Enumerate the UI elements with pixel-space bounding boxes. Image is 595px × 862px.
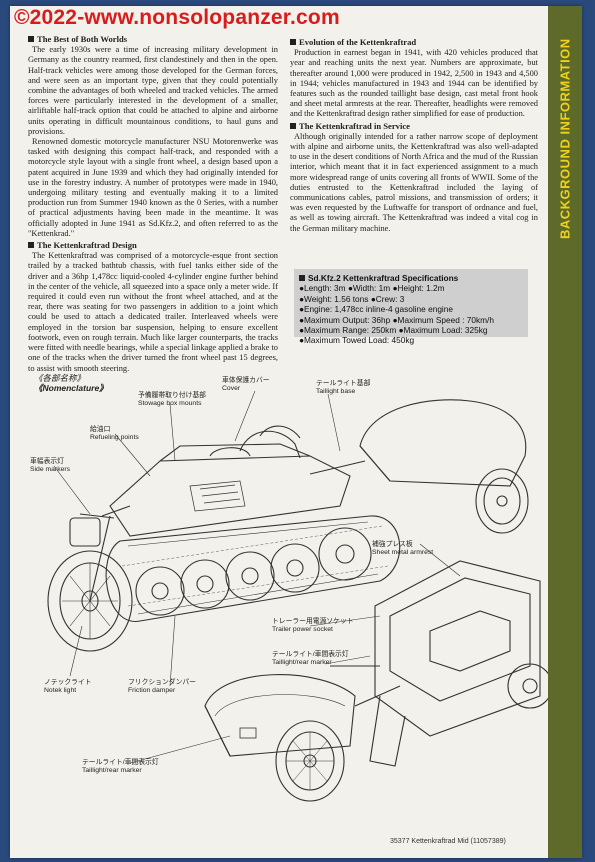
paragraph: The Kettenkraftrad was comprised of a mo… xyxy=(28,251,278,373)
spec-line: ●Weight: 1.56 tons ●Crew: 3 xyxy=(299,293,405,304)
square-bullet-icon xyxy=(290,39,296,46)
square-bullet-icon xyxy=(28,36,34,43)
specifications-box: Sd.Kfz.2 Kettenkraftrad Specifications ●… xyxy=(294,269,528,345)
sidebar-title: BACKGROUND INFORMATION xyxy=(557,38,573,239)
sidebar-band xyxy=(548,6,582,858)
trailer-drawing-bottom xyxy=(204,674,401,802)
spec-line: ●Maximum Output: 36hp ●Maximum Speed : 7… xyxy=(299,314,494,325)
paragraph: The early 1930s were a time of increasin… xyxy=(28,45,278,136)
kettenkraftrad-line-drawing xyxy=(47,390,548,802)
rear-detail-drawing xyxy=(330,560,548,767)
specs-title: Sd.Kfz.2 Kettenkraftrad Specifications xyxy=(299,273,523,283)
paragraph: Production in earnest began in 1941, wit… xyxy=(290,48,538,119)
spec-line: ●Engine: 1,478cc inline-4 gasoline engin… xyxy=(299,304,454,315)
section-heading: The Kettenkraftrad Design xyxy=(28,240,278,250)
trailer-drawing-top xyxy=(309,399,529,534)
watermark: ©2022-www.nonsolopanzer.com xyxy=(14,6,340,29)
instruction-sheet: BACKGROUND INFORMATION The Best of Both … xyxy=(10,6,582,858)
spec-line: ●Maximum Towed Load: 450kg xyxy=(299,335,415,346)
paragraph: Although originally intended for a rathe… xyxy=(290,131,538,233)
text-column-left: The Best of Both Worlds The early 1930s … xyxy=(28,33,278,374)
spec-line: ●Length: 3m ●Width: 1m ●Height: 1.2m xyxy=(299,283,445,294)
text-column-right: Evolution of the Kettenkraftrad Producti… xyxy=(290,36,538,234)
square-bullet-icon xyxy=(290,122,296,129)
spec-line: ●Maximum Range: 250km ●Maximum Load: 325… xyxy=(299,325,488,336)
nomenclature-heading: 《各部名称》 《Nomenclature》 xyxy=(34,373,108,393)
vehicle-drawing xyxy=(47,425,401,652)
paragraph: Renowned domestic motorcycle manufacture… xyxy=(28,137,278,238)
square-bullet-icon xyxy=(299,275,305,282)
square-bullet-icon xyxy=(28,242,34,249)
leader-lines xyxy=(53,390,461,764)
footer-code: 35377 Kettenkraftrad Mid (11057389) xyxy=(390,838,506,845)
section-heading: The Best of Both Worlds xyxy=(28,34,278,44)
section-heading: The Kettenkraftrad in Service xyxy=(290,121,538,131)
section-heading: Evolution of the Kettenkraftrad xyxy=(290,37,538,47)
